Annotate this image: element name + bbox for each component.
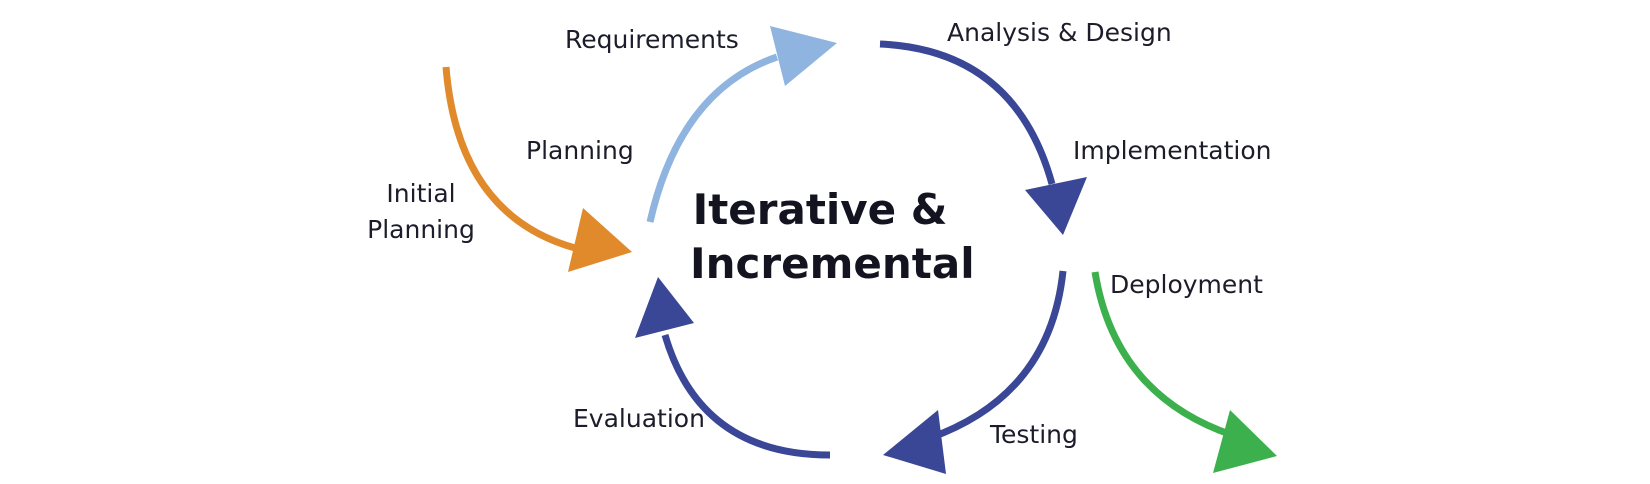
- deployment-arrowhead: [1213, 410, 1277, 473]
- initial-planning-label: Initial Planning: [356, 176, 486, 248]
- initial-planning-label-line1: Initial: [386, 179, 456, 208]
- requirements-arrowhead: [770, 26, 837, 86]
- initial-planning-arrow: [442, 66, 576, 252]
- deployment-arrow: [1091, 271, 1234, 439]
- requirements-label: Requirements: [565, 25, 739, 54]
- diagram-title-line1: Iterative &: [692, 185, 948, 234]
- initial-planning-label-line2: Planning: [367, 215, 475, 244]
- analysis-design-label: Analysis & Design: [947, 18, 1172, 47]
- evaluation-arrow: [661, 334, 831, 459]
- analysis-design-arrow: [879, 40, 1056, 185]
- testing-arrow: [928, 270, 1067, 442]
- requirements-arrow: [646, 53, 779, 223]
- evaluation-label: Evaluation: [573, 404, 705, 433]
- deployment-label: Deployment: [1110, 270, 1263, 299]
- testing-arrowhead: [883, 410, 946, 474]
- analysis-design-arrowhead: [1025, 177, 1087, 235]
- initial-planning-arrowhead: [568, 208, 632, 272]
- implementation-label: Implementation: [1073, 136, 1272, 165]
- evaluation-arrowhead: [635, 277, 694, 338]
- testing-label: Testing: [990, 420, 1078, 449]
- diagram-title: Iterative & Incremental: [690, 183, 975, 291]
- diagram-title-line2: Incremental: [690, 239, 975, 288]
- planning-label: Planning: [526, 136, 634, 165]
